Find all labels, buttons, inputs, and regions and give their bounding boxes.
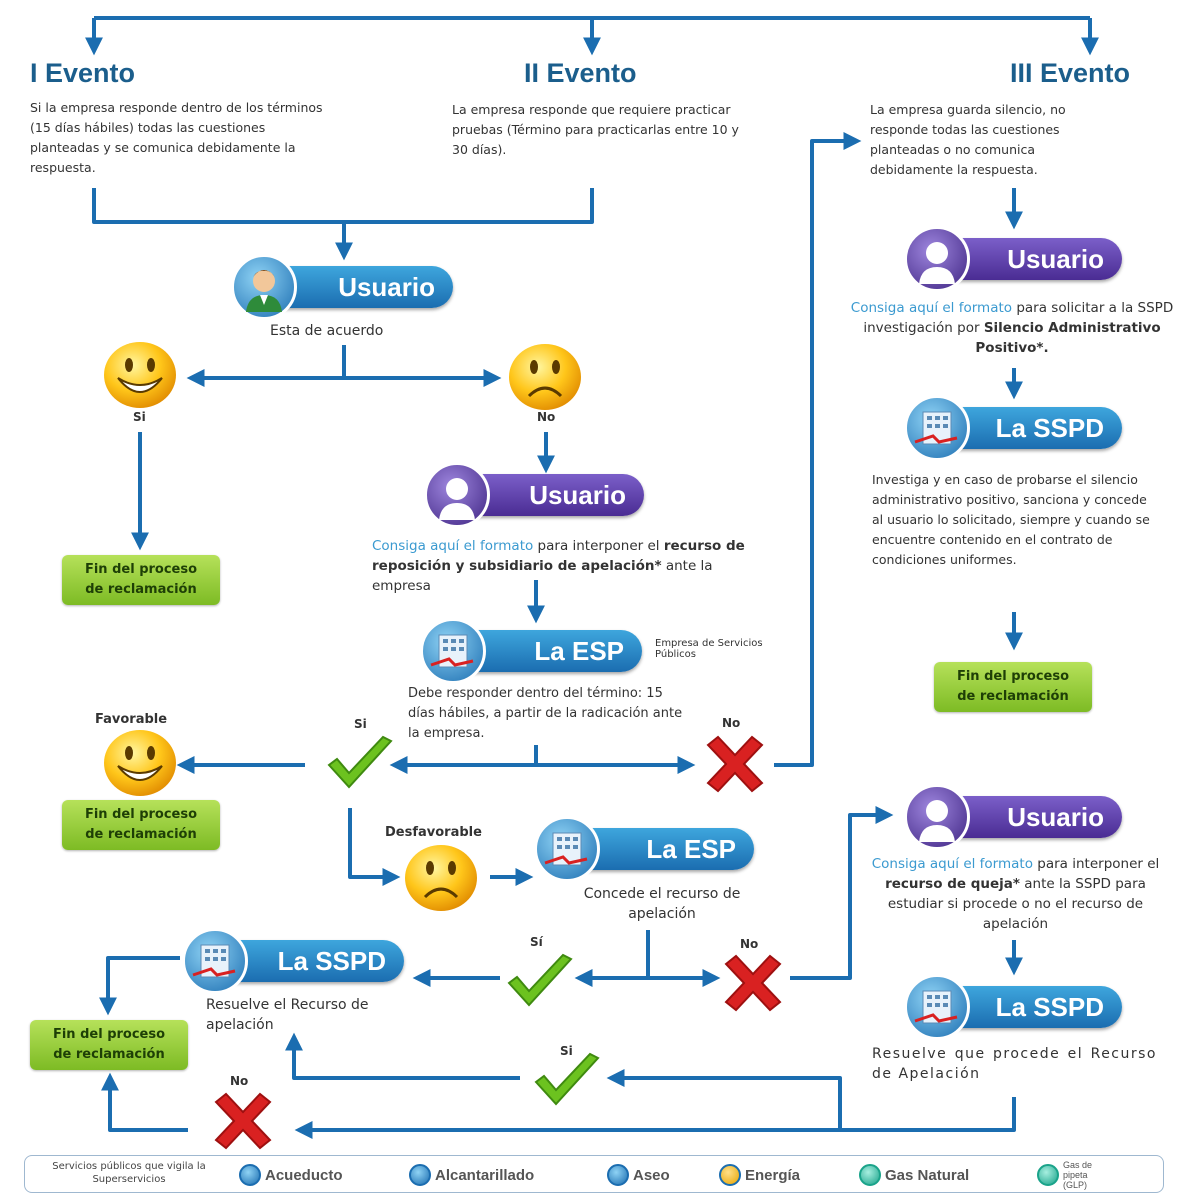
user-icon (904, 226, 970, 292)
gas-flame-icon (859, 1164, 881, 1186)
light-bulb-icon (719, 1164, 741, 1186)
esp-caption: Empresa de Servicios Públicos (655, 638, 763, 660)
consiga-formato-link-3[interactable]: Consiga aquí el formato (871, 856, 1033, 872)
event-2-title: II Evento (524, 58, 637, 88)
no-label-2: No (722, 716, 741, 730)
usuario-node-1: Usuario (231, 254, 453, 320)
si-label-2: Si (354, 717, 367, 731)
resuelve-recurso: Resuelve el Recurso de apelación (206, 997, 369, 1033)
water-tap-icon (239, 1164, 261, 1186)
desfavorable-label: Desfavorable (385, 825, 482, 840)
sad-face-icon (509, 344, 581, 410)
la-sspd-node-2: La SSPD (904, 395, 1122, 461)
service-gas-pipeta: Gas de pipeta (GLP) (1037, 1160, 1109, 1190)
happy-face-icon (104, 342, 176, 408)
la-esp-node-1: La ESP (420, 618, 642, 684)
no-label-1: No (537, 410, 556, 424)
sad-face-icon (405, 845, 477, 911)
la-sspd-node-3: La SSPD (904, 974, 1122, 1040)
service-aseo: Aseo (607, 1162, 670, 1188)
gas-cylinder-icon (1037, 1164, 1059, 1186)
trash-bin-icon (607, 1164, 629, 1186)
building-icon (904, 974, 970, 1040)
sewer-icon (409, 1164, 431, 1186)
investiga-text: Investiga y en caso de probarse el silen… (872, 472, 1150, 567)
event-3-title: III Evento (1010, 58, 1131, 88)
si-label-3: Sí (530, 935, 543, 949)
happy-face-icon (104, 730, 176, 796)
concede-recurso: Concede el recurso de apelación (583, 886, 741, 922)
service-acueducto: Acueducto (239, 1162, 343, 1188)
favorable-label: Favorable (95, 712, 168, 727)
event-1-title: I Evento (30, 58, 136, 88)
building-icon (182, 928, 248, 994)
la-esp-node-2: La ESP (534, 816, 754, 882)
resuelve-procede: Resuelve que procede el Recurso de Apela… (872, 1046, 1157, 1082)
user-icon (424, 462, 490, 528)
no-label-4: No (230, 1074, 249, 1088)
cross-icon (724, 954, 782, 1012)
si-label-4: Si (560, 1044, 573, 1058)
check-icon (534, 1052, 600, 1106)
usuario-node-4: Usuario (904, 784, 1122, 850)
event-3-description: La empresa guarda silencio, no responde … (870, 102, 1066, 177)
silencio-text: Consiga aquí el formato para solicitar a… (850, 300, 1174, 356)
usuario-node-3: Usuario (904, 226, 1122, 292)
check-icon (507, 953, 573, 1007)
queja-text: Consiga aquí el formato para interponer … (871, 856, 1160, 932)
no-label-3: No (740, 937, 759, 951)
building-icon (420, 618, 486, 684)
service-energia: Energía (719, 1162, 800, 1188)
user-icon (904, 784, 970, 850)
la-sspd-node-1: La SSPD (182, 928, 404, 994)
cross-icon (214, 1092, 272, 1150)
cross-icon (706, 735, 764, 793)
user-icon (231, 254, 297, 320)
si-label-1: Si (133, 410, 146, 424)
footer-intro: Servicios públicos que vigila la Superse… (52, 1161, 206, 1185)
service-alcantarillado: Alcantarillado (409, 1162, 534, 1188)
service-gas-natural: Gas Natural (859, 1162, 969, 1188)
consiga-formato-link-1[interactable]: Consiga aquí el formato (372, 538, 534, 554)
esp-debe-responder: Debe responder dentro del término: 15 dí… (408, 686, 683, 741)
event-1-description: Si la empresa responde dentro de los tér… (30, 100, 323, 175)
services-footer: Servicios públicos que vigila la Superse… (24, 1155, 1164, 1193)
consiga-formato-link-2[interactable]: Consiga aquí el formato (850, 300, 1013, 316)
building-icon (534, 816, 600, 882)
reposicion-text: Consiga aquí el formato para interponer … (372, 538, 745, 594)
check-icon (327, 735, 393, 789)
usuario-node-2: Usuario (424, 462, 644, 528)
esta-de-acuerdo-label: Esta de acuerdo (270, 323, 384, 339)
building-icon (904, 395, 970, 461)
event-2-description: La empresa responde que requiere practic… (452, 102, 739, 157)
